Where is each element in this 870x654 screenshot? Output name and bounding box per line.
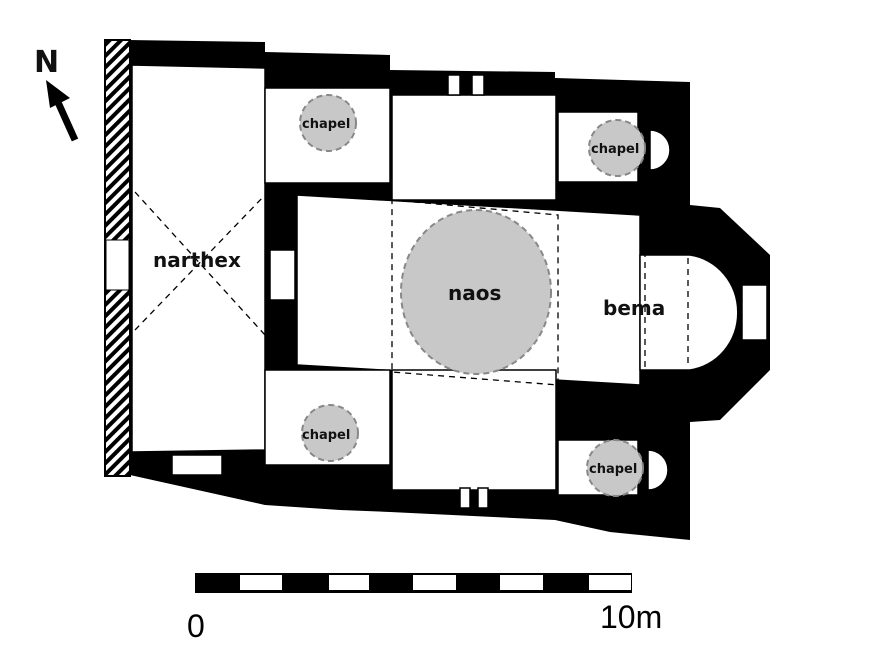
naos-label: naos xyxy=(448,281,501,305)
scale-bar: 0 10m xyxy=(187,573,662,644)
chapel-dome xyxy=(586,439,644,497)
north-window xyxy=(471,74,485,96)
bema-label: bema xyxy=(603,296,665,320)
chapel-dome xyxy=(301,404,359,462)
north-arm xyxy=(391,94,557,201)
chapel-label: chapel xyxy=(302,117,350,132)
chapel-label: chapel xyxy=(302,428,350,443)
narthex-label: narthex xyxy=(153,248,241,272)
scale-end-label: 10m xyxy=(600,599,662,635)
chapel-label: chapel xyxy=(589,462,637,477)
north-label: N xyxy=(34,45,59,80)
ne-niche xyxy=(649,129,671,171)
naos-dome xyxy=(400,209,552,375)
chapel-label: chapel xyxy=(591,142,639,157)
se-niche xyxy=(647,449,669,491)
south-window xyxy=(171,454,223,476)
south-window xyxy=(459,487,471,509)
west-door xyxy=(105,239,130,291)
south-window xyxy=(477,487,489,509)
vault-lines xyxy=(134,191,689,386)
chapel-dome xyxy=(588,119,646,177)
narthex-niche xyxy=(269,249,296,301)
east-apse xyxy=(639,254,739,371)
north-arrow-icon: N xyxy=(34,45,79,142)
south-arm xyxy=(391,369,557,491)
scale-start-label: 0 xyxy=(187,608,205,644)
apse-window xyxy=(741,284,768,341)
chapel-dome xyxy=(299,94,357,152)
north-window xyxy=(447,74,461,96)
